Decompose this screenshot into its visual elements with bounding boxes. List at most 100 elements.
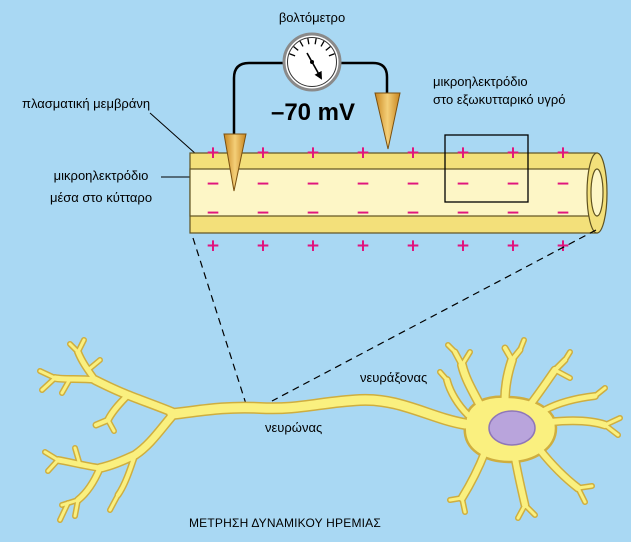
axon-label: νευράξονας [360,370,427,385]
voltmeter-needle [306,52,322,80]
nucleus [488,410,536,446]
voltmeter-tick [325,46,331,51]
inside-negative-charge: − [356,203,370,223]
neuron-branch [576,484,594,490]
neuron-branch [603,423,620,437]
inside-negative-charge: − [506,174,520,194]
neuron-branch [516,503,527,520]
voltmeter-pivot [310,60,314,64]
outside-positive-charge: + [506,143,520,163]
neuron-branch [593,386,607,398]
charges: ++++++++−−−−−−−−−−−−−−−−++++++++ [206,143,570,256]
inside-negative-charge: − [256,174,270,194]
inner-electrode-label-line1: μικροηλεκτρόδιο [54,168,149,183]
voltmeter-tick [289,53,296,57]
neuron-label: νευρώνας [265,420,322,435]
neuron-branch [446,343,457,354]
neuron-branch [453,350,464,367]
neuron-branch [501,356,516,404]
outer-electrode-label-line2: στο εξωκυτταρικό υγρό [433,92,566,107]
voltmeter-label: βολτόμετρο [279,10,345,25]
right-wire [339,61,389,94]
neuron-branch [542,393,598,413]
outside-positive-charge: + [256,236,270,256]
neuron-branch [576,486,587,504]
neuron-branch [448,496,464,502]
neuron-branch [73,498,80,518]
neuron-branch [68,342,80,354]
inside-negative-charge: − [406,203,420,223]
inside-negative-charge: − [306,174,320,194]
voltmeter-tick [320,40,325,47]
neuron-branch [86,358,102,372]
inside-negative-charge: − [506,203,520,223]
axon-cytoplasm [189,168,598,217]
neuron-branch [106,418,116,433]
axon-segment [189,152,608,234]
neuron-branch [438,370,449,382]
neuron-branch [55,457,103,471]
outside-positive-charge: + [306,236,320,256]
neuron-branch [444,377,471,418]
outside-positive-charge: + [256,143,270,163]
inside-negative-charge: − [356,174,370,194]
voltmeter-tick [299,40,304,47]
left-wire [232,61,285,134]
neuron-branch [527,367,558,408]
neuron-branch [603,416,622,427]
neuron-branch [60,377,72,395]
voltmeter-tick [307,38,310,45]
outside-positive-charge: + [306,143,320,163]
neuron-branch [537,447,581,491]
zoom-line-right [271,229,597,402]
voltmeter-tick [328,53,335,57]
neuron-branch [43,450,60,462]
neuron-branch [518,338,526,352]
neuron-branch [510,348,522,362]
neuron-branch [512,455,528,508]
inside-negative-charge: − [256,203,270,223]
neuron-branch [46,458,60,473]
membrane-label: πλασματική μεμβράνη [22,96,150,111]
inside-negative-charge: − [206,203,220,223]
outside-positive-charge: + [356,236,370,256]
neuron-branch [38,369,57,380]
voltmeter-tick [314,38,317,45]
outside-positive-charge: + [206,143,220,163]
neuron-branch [458,361,484,409]
neuron-branch [58,501,70,522]
inside-negative-charge: − [456,203,470,223]
voltmeter [282,32,342,92]
neuron-branch [108,493,120,512]
neuron-branch [40,376,57,392]
inside-negative-charge: − [406,174,420,194]
neuron-branch [460,350,472,367]
inner-electrode-label-line2: μέσα στο κύτταρο [50,190,152,205]
neuron-branch [167,395,470,429]
inside-negative-charge: − [556,203,570,223]
outside-positive-charge: + [206,236,220,256]
outside-positive-charge: + [506,236,520,256]
neuron-branch [459,449,488,501]
diagram-caption: ΜΕΤΡΗΣΗ ΔΥΝΑΜΙΚΟΥ ΗΡΕΜΙΑΣ [189,516,381,530]
neuron-branch [52,375,98,383]
outside-positive-charge: + [456,236,470,256]
neuron [37,337,623,523]
inside-negative-charge: − [306,203,320,223]
outside-positive-charge: + [456,143,470,163]
outer-microelectrode [374,92,401,150]
neuron-branch [503,346,514,362]
inner-microelectrode [223,133,247,192]
neuron-branch [73,446,82,467]
outside-positive-charge: + [406,143,420,163]
inside-negative-charge: − [206,174,220,194]
outside-positive-charge: + [556,143,570,163]
neuron-branch [76,338,86,354]
neuron-branch [60,498,80,507]
neuron-branch [105,392,131,423]
neuron-branch [553,358,567,372]
outer-electrode-label-line1: μικροηλεκτρόδιο [433,74,528,89]
neuron-branch [460,496,467,514]
voltage-reading: –70 mV [271,99,355,126]
